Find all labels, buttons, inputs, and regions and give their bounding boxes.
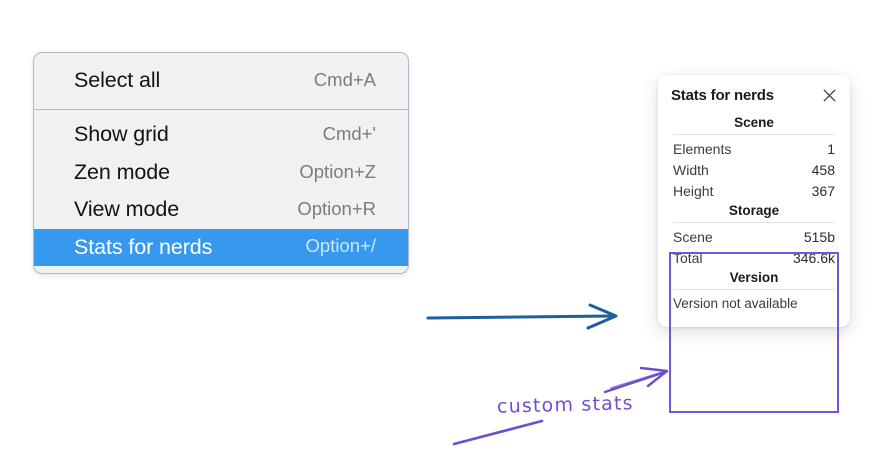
panel-title: Stats for nerds [671,87,774,104]
stat-key: Width [673,161,709,178]
purple-underline-stroke [452,419,544,446]
stat-key: Height [673,182,714,199]
menu-section-1: Select all Cmd+A [34,53,408,109]
stat-row-elements: Elements 1 [671,138,837,159]
menu-item-show-grid[interactable]: Show grid Cmd+' [34,116,408,153]
menu-item-stats-for-nerds[interactable]: Stats for nerds Option+/ [34,228,408,266]
stat-row-scene-storage: Scene 515b [671,226,837,247]
panel-header: Stats for nerds [671,87,837,104]
menu-item-zen-mode[interactable]: Zen mode Option+Z [34,154,408,191]
menu-item-select-all[interactable]: Select all Cmd+A [34,62,408,99]
stat-key: Elements [673,140,732,157]
stat-row-height: Height 367 [671,180,837,201]
menu-section-2: Show grid Cmd+' Zen mode Option+Z View m… [34,110,408,273]
menu-item-label: Show grid [74,122,169,147]
stat-value: 515b [803,228,835,245]
stat-key: Scene [673,228,713,245]
menu-item-shortcut: Option+/ [305,235,376,257]
handwritten-annotation-label: custom stats [496,392,635,418]
stat-value: 346.6k [792,249,835,266]
blue-arrow-icon [426,303,618,330]
stat-row-width: Width 458 [671,159,837,180]
menu-item-shortcut: Cmd+A [313,68,376,90]
menu-divider [34,109,408,111]
close-icon[interactable] [822,88,837,103]
menu-item-shortcut: Option+R [297,198,376,220]
section-heading-version: Version [729,270,779,285]
menu-item-label: Zen mode [74,159,171,184]
stat-value: 458 [811,161,835,178]
stat-value: 367 [811,182,835,199]
version-text: Version not available [673,296,798,311]
section-divider [673,222,835,223]
menu-item-shortcut: Cmd+' [322,123,376,145]
section-divider [673,134,835,135]
stat-value: 1 [827,140,835,157]
purple-arrow-icon [603,366,669,394]
section-heading-storage: Storage [728,203,780,218]
menu-item-label: Select all [74,68,161,92]
section-divider [673,289,835,290]
section-heading-scene: Scene [734,115,774,130]
menu-item-view-mode[interactable]: View mode Option+R [34,191,408,228]
menu-item-shortcut: Option+Z [299,160,376,182]
stat-row-total-storage: Total 346.6k [671,247,837,268]
menu-item-label: View mode [74,197,180,222]
stat-key: Total [673,249,703,266]
menu-item-label: Stats for nerds [74,234,213,259]
context-menu[interactable]: Select all Cmd+A Show grid Cmd+' Zen mod… [33,52,409,274]
stats-for-nerds-panel: Stats for nerds Scene Elements 1 Width 4… [658,75,850,327]
